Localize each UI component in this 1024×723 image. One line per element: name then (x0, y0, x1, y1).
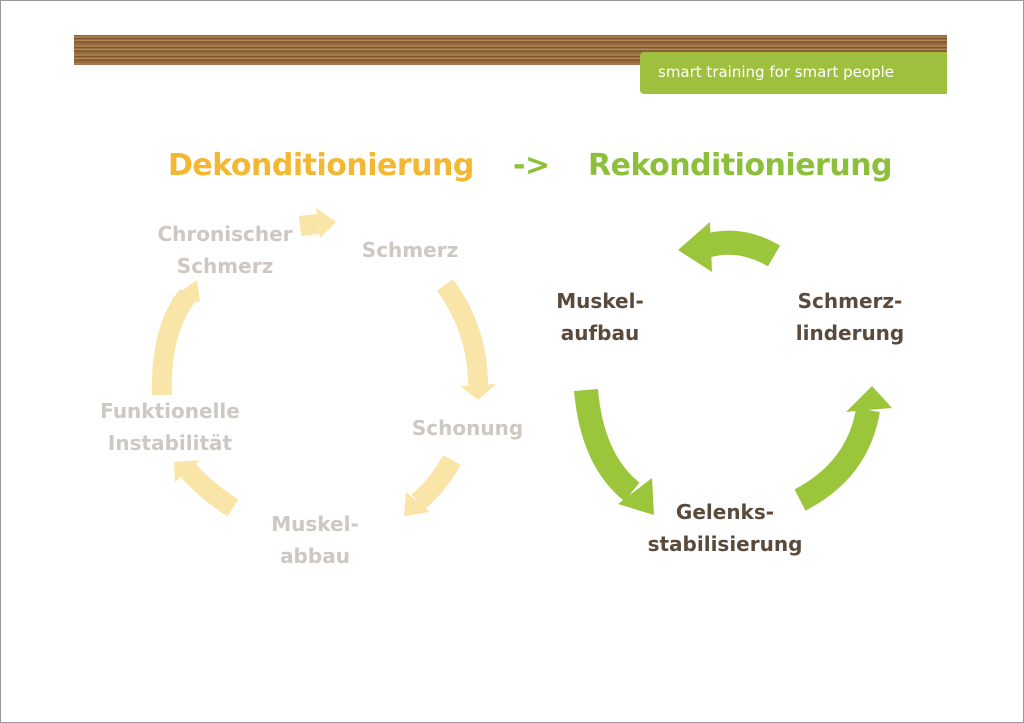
title-arrow: -> (513, 148, 550, 183)
arrowhead (172, 280, 200, 302)
label-schonung: Schonung (411, 416, 524, 440)
arrow-chronic-to-pain (298, 214, 320, 236)
label-gelenksstabilisierung: Gelenks- stabilisierung (647, 500, 803, 556)
arrowhead (678, 222, 712, 272)
arrow-abbau-to-instab (180, 463, 239, 517)
arrowhead (316, 208, 336, 238)
arrowhead (618, 478, 654, 515)
label-schmerzlinderung: Schmerz- linderung (795, 289, 905, 345)
label-funktionelle-instabilitaet: Funktionelle Instabilität (100, 399, 240, 455)
arrowhead (174, 460, 200, 482)
label-muskelabbau: Muskel- abbau (271, 512, 359, 568)
label-muskelaufbau: Muskel- aufbau (556, 289, 644, 345)
arrow-gelenk-to-linderung (794, 407, 880, 511)
arrowhead (846, 386, 892, 412)
arrow-linderung-to-aufbau (702, 230, 781, 267)
title-rekonditionierung: Rekonditionierung (588, 148, 893, 183)
arrow-aufbau-to-gelenk (574, 388, 640, 502)
arrow-pain-to-schonung (436, 279, 488, 386)
arrowhead (460, 384, 496, 400)
label-schmerz: Schmerz (361, 238, 459, 262)
tagline: smart training for smart people (640, 52, 947, 94)
arrowhead (404, 492, 430, 516)
title-dekonditionierung: Dekonditionierung (168, 148, 474, 183)
arrow-instab-to-chronic (151, 288, 197, 396)
arrow-schonung-to-abbau (411, 454, 461, 510)
label-chronischer-schmerz: Chronischer Schmerz (157, 222, 293, 278)
